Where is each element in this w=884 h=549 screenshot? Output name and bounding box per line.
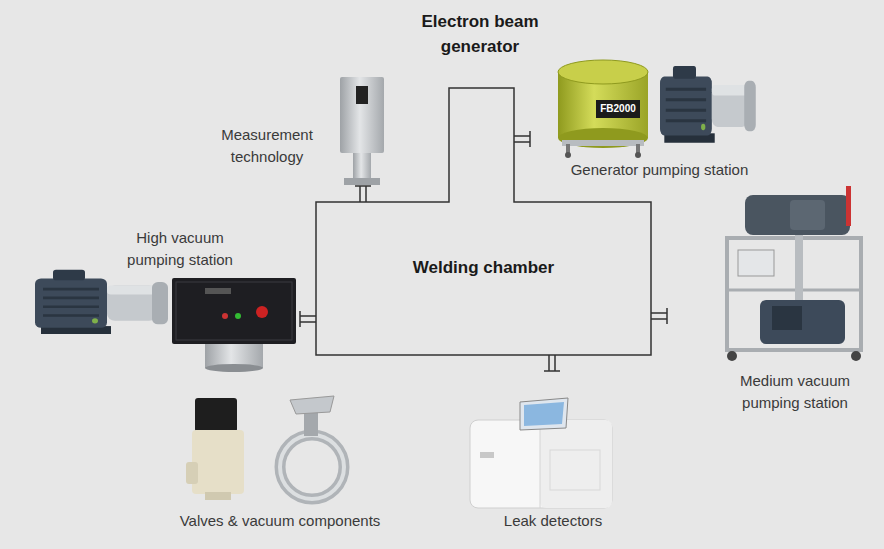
model-label: FB2000 <box>596 102 640 116</box>
vacuum-gauge <box>340 77 384 185</box>
pump-controller <box>172 278 296 372</box>
component-label: Leak detectors <box>483 510 623 532</box>
component-label: Generator pumping station <box>557 159 762 181</box>
chamber-outline <box>316 88 651 355</box>
turbo-pump <box>558 60 648 158</box>
heading-label: Electron beam generator <box>405 9 555 59</box>
rotary-vane-pump <box>660 66 756 143</box>
chamber-outline-path <box>316 88 651 355</box>
component-label: Measurement technology <box>200 124 334 168</box>
component-label: Medium vacuum pumping station <box>722 370 868 414</box>
vacuum-valve <box>186 398 244 500</box>
chamber-box: Welding chamber <box>316 88 651 355</box>
node-title: Welding chamber <box>413 258 554 278</box>
component-label: Valves & vacuum components <box>150 510 410 532</box>
kf-clamp <box>280 396 344 499</box>
leak-detector <box>470 398 612 508</box>
component-label: High vacuum pumping station <box>112 227 248 271</box>
pumping-station-rack <box>727 186 861 361</box>
rotary-vane-pump <box>35 270 168 334</box>
